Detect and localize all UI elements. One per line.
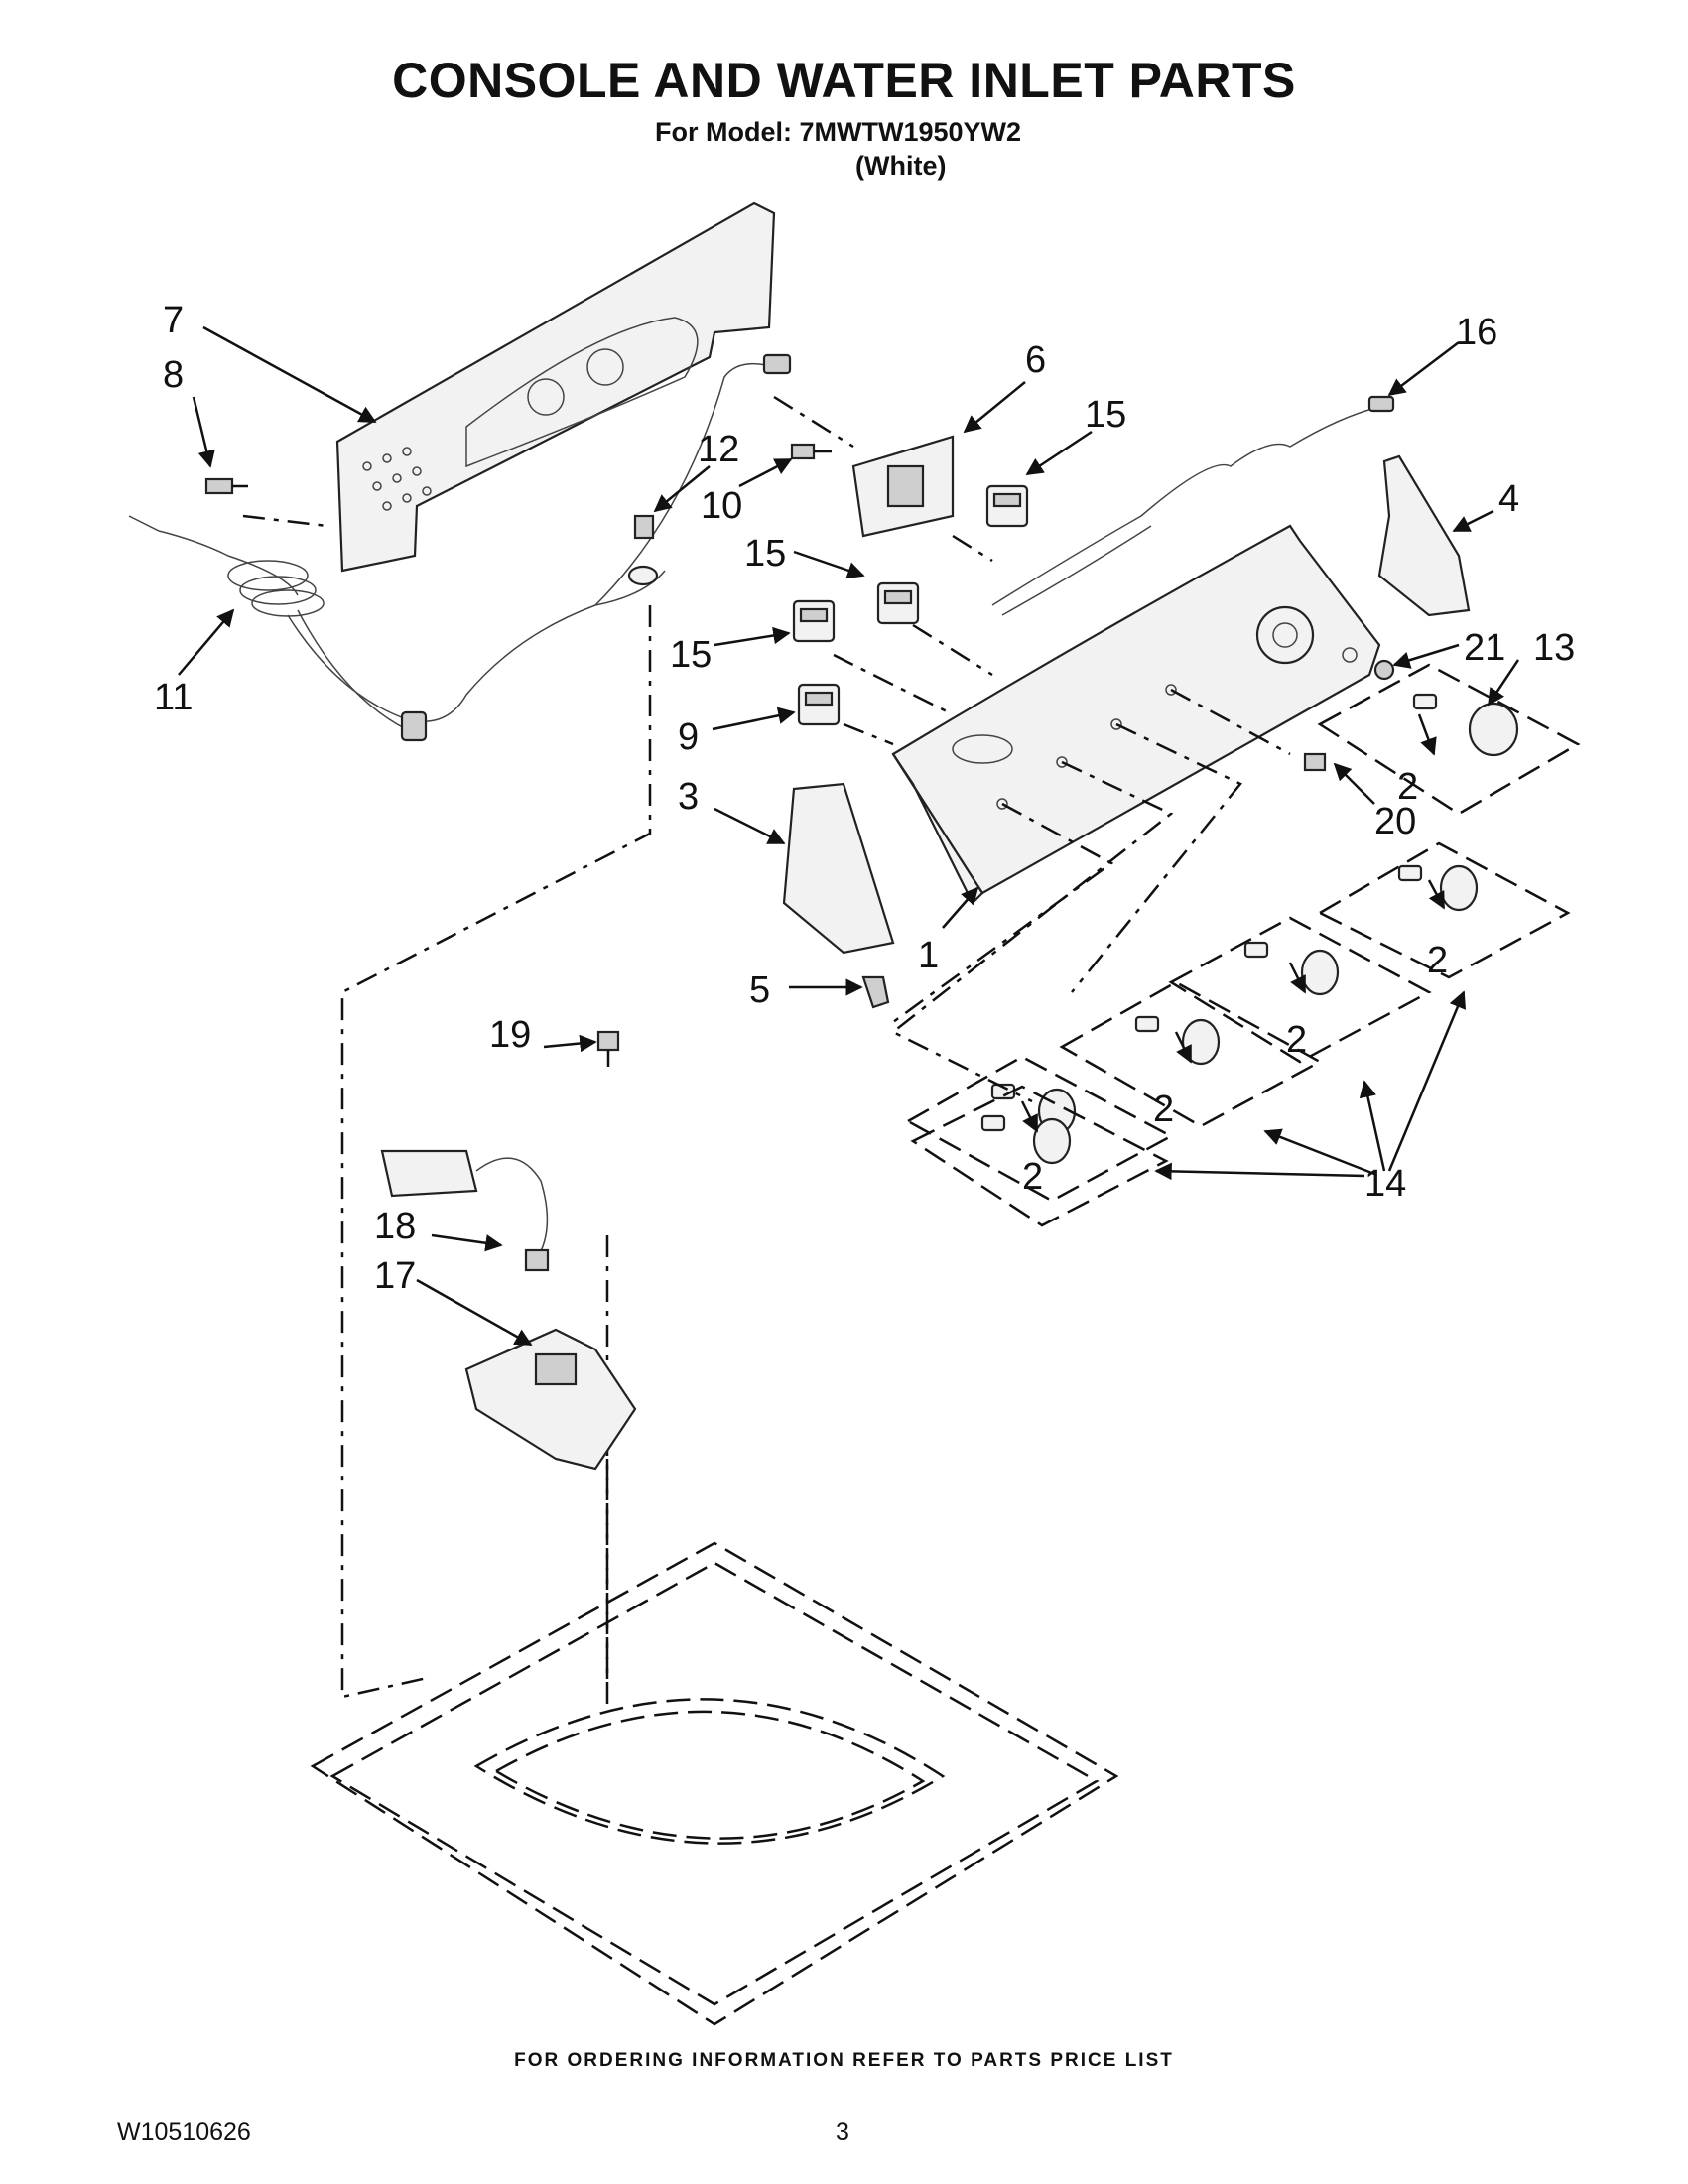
- callout-16: 16: [1456, 312, 1497, 353]
- model-line: For Model: 7MWTW1950YW2: [655, 117, 1022, 147]
- callout-6: 6: [1025, 339, 1046, 381]
- screw-10: [790, 443, 832, 460]
- knob-group-3: [1059, 980, 1323, 1128]
- callout-2-top: 2: [1397, 766, 1418, 808]
- assembly-lines: [242, 395, 1291, 1707]
- callout-15-top: 15: [1085, 394, 1126, 436]
- callout-9: 9: [678, 716, 699, 758]
- callout-4: 4: [1498, 478, 1519, 520]
- callout-17: 17: [374, 1255, 416, 1297]
- power-cord: [128, 353, 792, 742]
- clip: [861, 975, 890, 1009]
- screw-20: [1303, 752, 1327, 772]
- knob-group-top: [1317, 663, 1581, 816]
- callout-2-b: 2: [1286, 1019, 1307, 1061]
- knob-group-bottom: [910, 1085, 1169, 1227]
- callout-5: 5: [749, 969, 770, 1011]
- callout-10: 10: [701, 485, 742, 527]
- screw-19: [596, 1030, 620, 1067]
- callout-20: 20: [1374, 801, 1416, 842]
- screw-8: [204, 477, 248, 495]
- console-end-cap: [782, 782, 895, 955]
- switch-lower: [797, 683, 841, 726]
- knob-group-2: [1168, 916, 1432, 1064]
- callout-1: 1: [918, 935, 939, 976]
- callout-13: 13: [1533, 627, 1575, 669]
- footer-note: FOR ORDERING INFORMATION REFER TO PARTS …: [514, 2050, 1174, 2071]
- water-valve: [464, 1328, 637, 1471]
- callout-8: 8: [163, 354, 184, 396]
- callout-7: 7: [163, 300, 184, 341]
- callout-15-mid: 15: [744, 533, 786, 575]
- callout-19: 19: [489, 1014, 531, 1056]
- document-number: W10510626: [117, 2119, 251, 2146]
- callout-2-a: 2: [1427, 940, 1448, 981]
- callout-14: 14: [1364, 1163, 1406, 1205]
- page-title: CONSOLE AND WATER INLET PARTS: [392, 53, 1296, 108]
- rear-console-panel: [335, 201, 776, 573]
- control-board: [851, 435, 955, 538]
- washer-top-phantom: [310, 1541, 1119, 2026]
- water-inlet-hose-assembly: [380, 1149, 550, 1272]
- page-number: 3: [836, 2119, 849, 2146]
- callout-21: 21: [1464, 627, 1505, 669]
- callout-labels: 7 8 6 16 15 12 10 4 15 15 21 13 11 9 3 2…: [154, 300, 1575, 1297]
- callout-18: 18: [374, 1206, 416, 1247]
- switch-middle-right: [876, 581, 920, 625]
- console: [891, 524, 1381, 905]
- color-line: (White): [855, 151, 947, 181]
- switch-middle-left: [792, 599, 836, 643]
- nut: [1373, 659, 1395, 681]
- switch-upper: [985, 484, 1029, 528]
- callout-2-c: 2: [1153, 1089, 1174, 1130]
- callout-15-low: 15: [670, 634, 712, 676]
- callout-3: 3: [678, 776, 699, 818]
- callout-2-d: 2: [1022, 1156, 1043, 1198]
- callout-12: 12: [698, 429, 739, 470]
- knob-group-1: [1317, 841, 1571, 979]
- ground-screw: [627, 514, 659, 586]
- leader-arrows: [178, 325, 1520, 1347]
- callout-11: 11: [154, 677, 193, 718]
- console-end-bracket: [1377, 454, 1471, 617]
- wire-harness: [991, 395, 1395, 616]
